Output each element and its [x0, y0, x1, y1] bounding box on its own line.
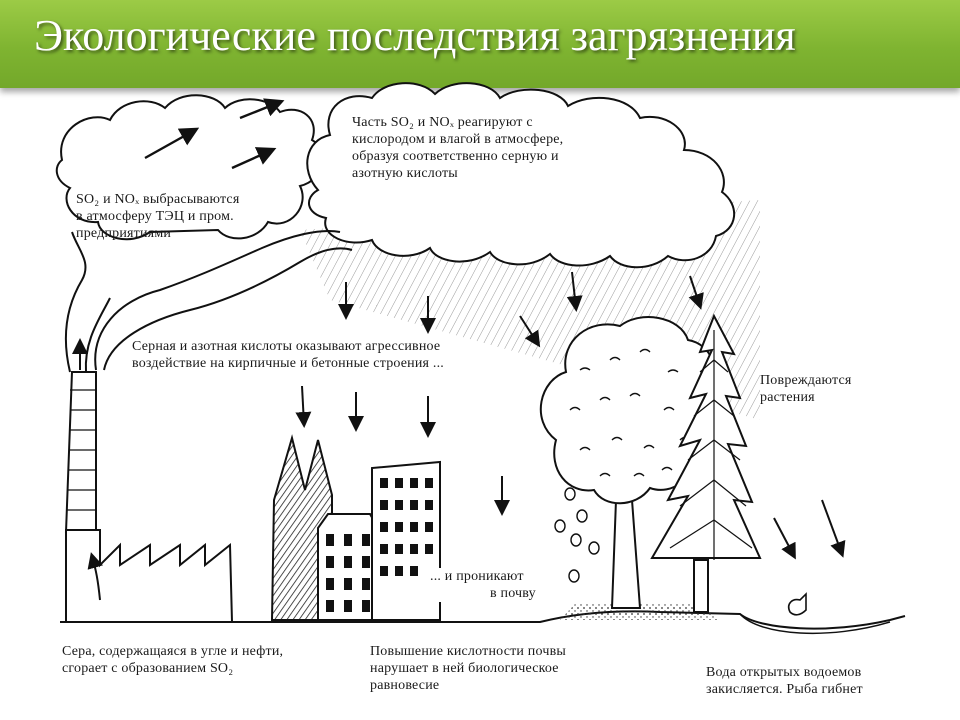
- label-sulfur-line: Сера, содержащаяся в угле и нефти,: [62, 644, 284, 659]
- falling-leaves: [554, 487, 600, 583]
- wind-arrow: [239, 98, 285, 120]
- smoke-plume: [84, 297, 111, 373]
- label-reaction-line: кислородом и влагой в атмосфере,: [352, 132, 564, 147]
- soil: [560, 604, 720, 620]
- smoke-plume: [103, 247, 353, 371]
- house-building: [317, 513, 379, 621]
- label-reaction: Часть SO₂ и NOₓ реагируют с кислородом и…: [352, 114, 564, 182]
- page-title: Экологические последствия загрязнения: [34, 11, 796, 60]
- label-soil-penetration-line: ... и проникают: [430, 569, 524, 584]
- rain-arrows: [295, 271, 846, 560]
- label-soil-acidity: Повышение кислотности почвы нарушает в н…: [370, 643, 566, 694]
- wind-arrow: [144, 127, 200, 160]
- smoke-plume: [64, 231, 87, 373]
- label-plants: Повреждаются растения: [760, 372, 852, 406]
- label-plants-line: Повреждаются: [760, 373, 852, 388]
- tall-building: [371, 460, 441, 621]
- label-water-line: Вода открытых водоемов: [706, 665, 862, 680]
- label-reaction-line: образуя соответственно серную и: [352, 149, 559, 164]
- label-reaction-line: Часть SO₂ и NOₓ реагируют с: [352, 115, 533, 130]
- fish: [787, 592, 807, 616]
- smoke-plume: [94, 229, 341, 371]
- label-emission-line: в атмосферу ТЭЦ и пром.: [76, 209, 234, 224]
- label-buildings-line: воздействие на кирпичные и бетонные стро…: [132, 356, 445, 371]
- label-soil-penetration: ... и проникают в почву: [430, 568, 536, 602]
- label-emission-line: предприятиями: [76, 226, 172, 241]
- label-soil-acidity-line: Повышение кислотности почвы: [370, 644, 566, 659]
- factory-chimney: [64, 371, 97, 533]
- label-buildings-line: Серная и азотная кислоты оказывают агрес…: [132, 339, 441, 354]
- conifer-tree: [650, 313, 762, 613]
- label-water: Вода открытых водоемов закисляется. Рыба…: [706, 664, 863, 698]
- label-soil-acidity-line: нарушает в ней биологическое: [370, 661, 559, 676]
- deciduous-tree: [539, 316, 718, 609]
- label-plants-line: растения: [760, 390, 815, 405]
- water-body: [739, 613, 891, 635]
- label-emission-line: SO₂ и NOₓ выбрасываются: [76, 192, 240, 207]
- title-banner: Экологические последствия загрязнения: [0, 0, 960, 88]
- label-soil-penetration-line: в почву: [490, 586, 536, 601]
- factory-building: [65, 529, 233, 623]
- label-buildings: Серная и азотная кислоты оказывают агрес…: [132, 338, 445, 372]
- label-reaction-line: азотную кислоты: [352, 166, 458, 181]
- heat-arrow: [87, 552, 103, 601]
- wind-arrow: [231, 147, 277, 170]
- label-water-line: закисляется. Рыба гибнет: [706, 682, 863, 697]
- label-emission: SO₂ и NOₓ выбрасываются в атмосферу ТЭЦ …: [76, 191, 239, 242]
- label-soil-acidity-line: равновесие: [370, 678, 440, 693]
- label-sulfur-line: сгорает с образованием SO₂: [62, 661, 234, 676]
- label-sulfur: Сера, содержащаяся в угле и нефти, сгора…: [62, 643, 283, 677]
